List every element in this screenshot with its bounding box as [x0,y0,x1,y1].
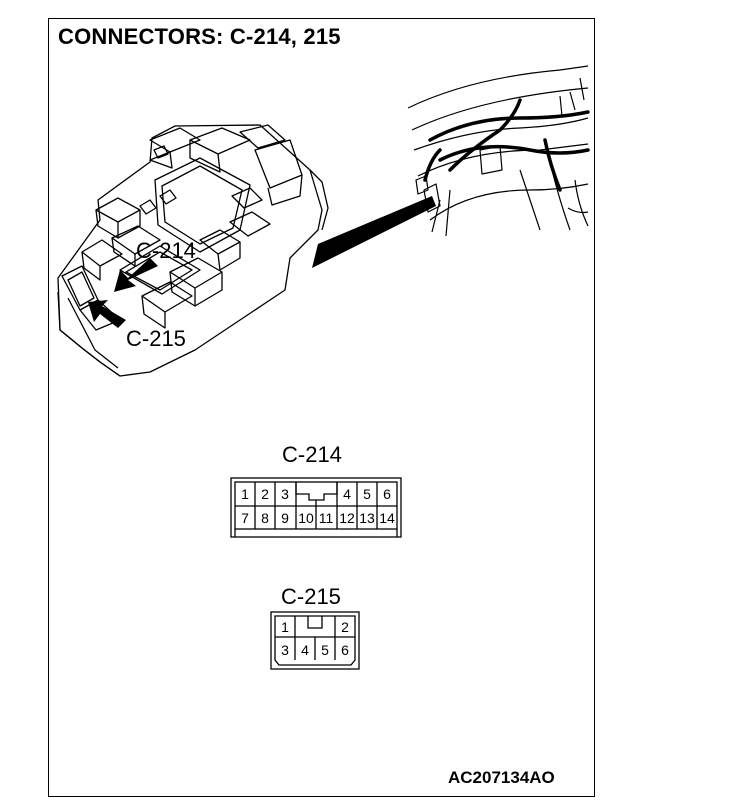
c215-pin: 6 [341,642,349,658]
c214-pin: 13 [359,510,375,526]
c214-pin: 6 [383,486,391,502]
c214-pin: 9 [281,510,289,526]
dashboard-inset [407,65,589,237]
diagram-frame [48,18,595,797]
arrow-to-c215 [88,300,126,328]
c214-pin: 11 [319,510,334,526]
location-pointer [312,196,436,268]
c214-pin: 1 [241,486,249,502]
document-id: AC207134AO [448,768,555,787]
c214-pin: 10 [298,510,314,526]
arrow-to-c214 [114,258,158,292]
c214-pin: 3 [281,486,289,502]
c214-pin: 5 [363,486,371,502]
c215-pin: 3 [281,642,289,658]
c215-pin: 5 [321,642,329,658]
wiring-harness [423,98,590,192]
c214-pin: 4 [343,486,351,502]
junction-block-drawing [57,124,329,377]
connector-c215-label: C-215 [281,584,341,609]
c215-pin: 1 [281,619,289,635]
c215-pin: 4 [301,642,309,658]
callout-c214: C-214 [136,238,196,263]
c214-pin: 2 [261,486,269,502]
c214-pin: 14 [379,510,395,526]
c215-pin: 2 [341,619,349,635]
c214-pin: 7 [241,510,249,526]
c214-pin: 8 [261,510,269,526]
connector-c214-label: C-214 [282,442,342,467]
c214-pin: 12 [339,510,355,526]
callout-c215: C-215 [126,326,186,351]
diagram-title: CONNECTORS: C-214, 215 [58,24,341,49]
